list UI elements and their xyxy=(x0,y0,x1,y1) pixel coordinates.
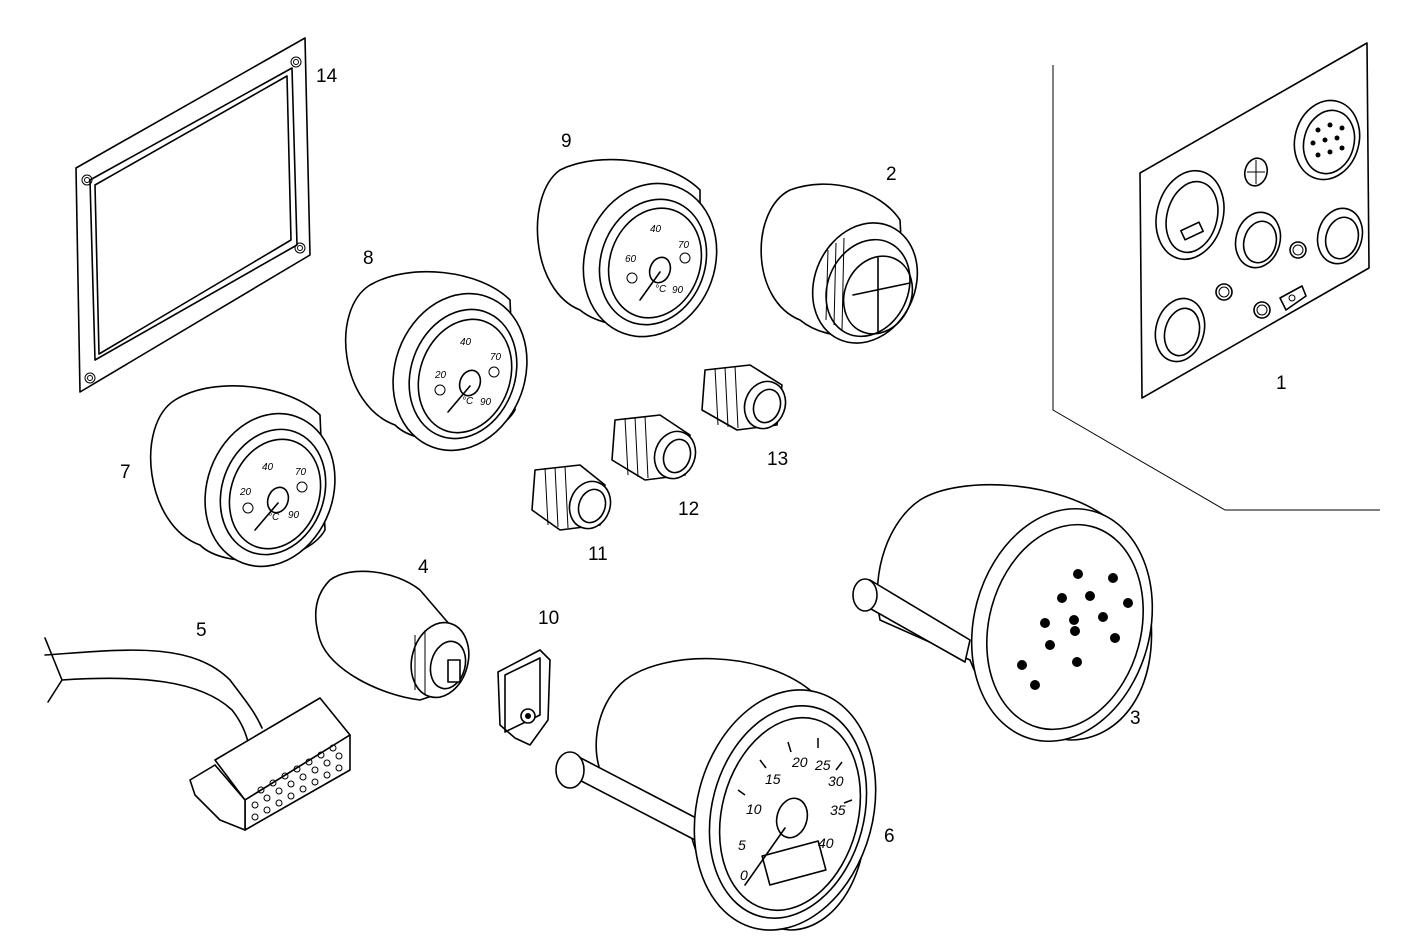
svg-text:70: 70 xyxy=(295,467,307,478)
svg-text:70: 70 xyxy=(490,352,502,363)
clip-part-10 xyxy=(497,649,551,746)
svg-text:10: 10 xyxy=(746,801,762,817)
callout-4: 4 xyxy=(418,557,429,578)
svg-text:5: 5 xyxy=(738,837,746,853)
callout-2: 2 xyxy=(886,164,897,185)
svg-text:40: 40 xyxy=(818,835,834,851)
callout-11: 11 xyxy=(588,544,608,565)
svg-text:40: 40 xyxy=(650,224,662,235)
svg-text:60: 60 xyxy=(625,254,637,265)
temperature-gauge-part-9: 60 40 70 90 °C xyxy=(536,158,718,338)
callout-5: 5 xyxy=(196,620,207,641)
callout-7: 7 xyxy=(120,462,131,483)
svg-text:°C: °C xyxy=(268,512,280,523)
warning-light-dots xyxy=(1017,569,1133,690)
callout-12: 12 xyxy=(678,499,699,520)
callout-14: 14 xyxy=(316,66,338,87)
svg-text:90: 90 xyxy=(672,285,684,296)
callout-labels: 1 2 3 4 5 6 7 8 9 10 11 12 13 14 xyxy=(120,66,1287,847)
buzzer-part-2 xyxy=(760,183,919,344)
instrument-panel-assembly-part-1 xyxy=(1052,42,1380,511)
svg-text:90: 90 xyxy=(480,397,492,408)
svg-text:20: 20 xyxy=(791,754,808,770)
svg-text:15: 15 xyxy=(765,771,781,787)
warning-lamp-part-13 xyxy=(701,364,787,431)
sender-unit-part-4 xyxy=(314,570,470,701)
temperature-gauge-part-7: 20 40 70 90 °C xyxy=(149,385,336,568)
cable-connector-part-5 xyxy=(44,637,351,831)
connector-pin-grid xyxy=(251,744,343,821)
svg-text:20: 20 xyxy=(434,370,447,381)
svg-text:90: 90 xyxy=(288,510,300,521)
svg-text:25: 25 xyxy=(814,757,831,773)
svg-text:30: 30 xyxy=(828,773,844,789)
warning-lamp-part-12 xyxy=(611,414,697,481)
callout-8: 8 xyxy=(363,248,374,269)
svg-text:40: 40 xyxy=(460,337,472,348)
svg-text:40: 40 xyxy=(262,462,274,473)
svg-text:70: 70 xyxy=(678,240,690,251)
svg-text:35: 35 xyxy=(830,802,846,818)
callout-3: 3 xyxy=(1130,708,1141,729)
temperature-gauge-part-8: 20 40 70 90 °C xyxy=(344,270,528,452)
gasket-frame-part-14 xyxy=(75,37,311,393)
callout-10: 10 xyxy=(538,608,559,629)
multi-warning-unit-part-3 xyxy=(852,483,1154,743)
callout-9: 9 xyxy=(561,131,572,152)
speedometer-part-6: 0 5 10 15 20 25 30 35 40 xyxy=(555,657,877,931)
warning-lamp-part-11 xyxy=(531,464,612,531)
svg-text:°C: °C xyxy=(655,284,667,295)
svg-text:°C: °C xyxy=(462,396,474,407)
callout-1: 1 xyxy=(1276,373,1287,394)
svg-text:0: 0 xyxy=(740,867,748,883)
svg-text:20: 20 xyxy=(239,487,252,498)
callout-13: 13 xyxy=(767,449,788,470)
callout-6: 6 xyxy=(884,826,895,847)
